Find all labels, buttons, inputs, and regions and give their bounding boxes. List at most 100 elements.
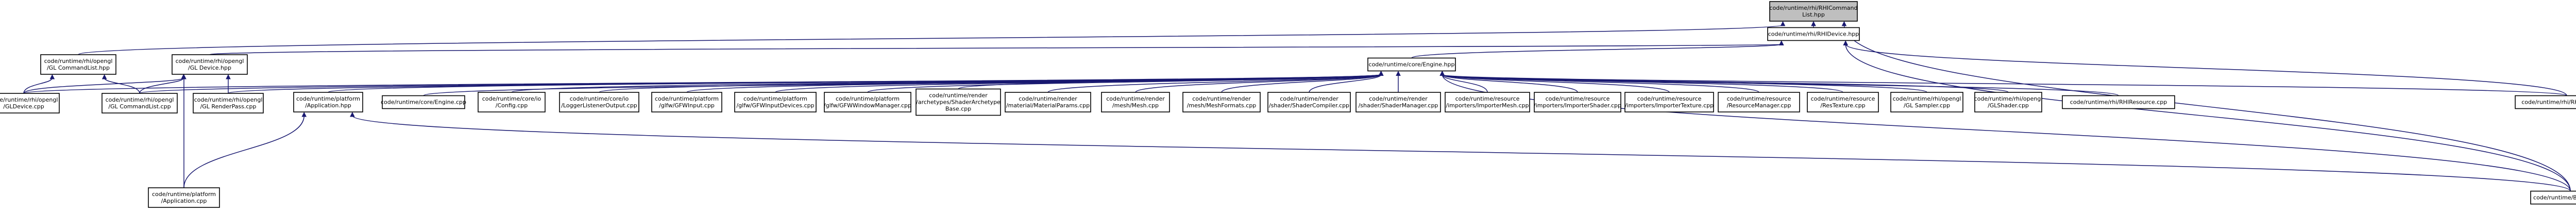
node-box [1005,92,1091,112]
node-box [1769,1,1858,22]
node-gl-cmdlist-hpp[interactable]: code/runtime/rhi/opengl/GL CommandList.h… [40,54,116,75]
node-label: code/runtime/platform [743,95,807,102]
node-meshformats-cpp[interactable]: code/runtime/render/mesh/MeshFormats.cpp [1182,92,1261,112]
edge-engine_hpp-mesh_cpp [1135,74,1382,93]
node-label: /GL CommandList.hpp [47,64,110,71]
node-box [1182,92,1261,112]
node-io-logger-cpp[interactable]: code/runtime/core/io/LoggerListenerOutpu… [559,92,639,112]
node-label: code/runtime/render [1192,95,1251,102]
node-box [1101,92,1170,112]
edge-arrowhead [301,111,307,117]
edge-gl_device_hpp-gl_device_cpp [23,77,184,94]
node-label: code/runtime/resource [1546,95,1610,102]
node-box [651,92,722,112]
node-gl-device-hpp[interactable]: code/runtime/rhi/opengl/GL Device.hpp [172,54,248,75]
node-importertexture-cpp[interactable]: code/runtime/resource/importers/Importer… [1624,92,1714,112]
node-label: /glfw/GFWInput.cpp [659,102,715,109]
node-material-params-cpp[interactable]: code/runtime/render/material/MaterialPar… [1005,92,1091,112]
node-label: code/runtime/resource [1637,95,1702,102]
edge-engine_hpp-meshformats_cpp [1221,74,1382,93]
edge-arrowhead [1396,71,1401,76]
node-mesh-cpp[interactable]: code/runtime/render/mesh/Mesh.cpp [1101,92,1170,112]
node-platform-app-hpp[interactable]: code/runtime/platform/Application.hpp [293,92,363,112]
node-shadermanager-cpp[interactable]: code/runtime/render/shader/ShaderManager… [1355,92,1441,112]
node-label: code/runtime/rhi/opengl [1974,95,2043,102]
node-label: code/runtime/platform [152,191,216,198]
node-importershader-cpp[interactable]: code/runtime/resource/importers/Importer… [1534,92,1621,112]
node-box [824,92,911,112]
node-box [382,95,465,109]
node-box [101,93,178,113]
node-box [148,187,220,208]
node-label: code/runtime/render [1106,95,1165,102]
node-gfw-inputdevices-cpp[interactable]: code/runtime/platform/glfw/GFWInputDevic… [734,92,817,112]
node-box [559,92,639,112]
edge-engine_hpp-shader_archetype_cpp [958,74,1382,90]
node-label: /shader/ShaderManager.cpp [1359,102,1438,109]
edge-gl_cmdlist_hpp-gl_cmdlist_cpp [104,77,140,94]
node-core-engine-cpp[interactable]: code/runtime/core/Engine.cpp [381,95,466,109]
node-label: List.hpp [1802,11,1825,18]
edge-arrowhead [1378,71,1384,76]
node-label: code/runtime/resource [1727,95,1791,102]
node-box [1718,92,1800,112]
node-box [1767,27,1860,41]
node-box [1807,92,1879,112]
node-gfw-input-cpp[interactable]: code/runtime/platform/glfw/GFWInput.cpp [651,92,722,112]
edge-arrowhead [350,111,355,117]
node-label: /LoggerListenerOutput.cpp [561,102,637,109]
node-label: /archetypes/ShaderArchetype [916,99,1001,106]
node-gl-device-cpp[interactable]: code/runtime/rhi/opengl/GLDevice.cpp [0,93,60,113]
edge-engine_hpp-shadercompiler_cpp [1309,74,1382,93]
edge-engine_hpp-importershader_cpp [1442,74,1578,93]
node-rhiresource-cpp[interactable]: code/runtime/rhi/RHIResource.cpp [2062,95,2175,109]
node-io-config-cpp[interactable]: code/runtime/core/io/Config.cpp [478,92,546,112]
edge-engine_hpp-material_params_cpp [1047,74,1382,93]
node-label: Base.cpp [945,106,971,112]
edge-arrowhead [49,74,55,79]
node-gfw-windowmgr-cpp[interactable]: code/runtime/platform/glfw/GFWWindowMana… [824,92,911,112]
node-label: code/runtime/rhi/RHIDevice.cpp [2521,99,2576,106]
node-label: /GL CommandList.cpp [108,103,171,110]
node-box [1890,92,1963,112]
edge-root-berserk_hpp [1843,24,2571,191]
edge-arrowhead [1843,40,1849,45]
node-label: /ResTexture.cpp [1820,102,1865,109]
node-berserk-hpp[interactable]: code/runtime/Berserk.hpp [2530,190,2576,205]
node-label: code/runtime/render [1280,95,1338,102]
node-gl-cmdlist-cpp[interactable]: code/runtime/rhi/opengl/GL CommandList.c… [101,93,178,113]
node-gl-shader-cpp[interactable]: code/runtime/rhi/opengl/GLShader.cpp [1974,92,2043,112]
edge-arrowhead [226,74,231,79]
node-resourcemanager-cpp[interactable]: code/runtime/resource/ResourceManager.cp… [1718,92,1800,112]
node-platform-app-cpp[interactable]: code/runtime/platform/Application.cpp [148,187,220,208]
node-label: /GLShader.cpp [1988,102,2029,109]
node-label: code/runtime/core/Engine.hpp [1369,61,1455,68]
node-engine-hpp[interactable]: code/runtime/core/Engine.hpp [1367,57,1456,72]
node-rhidevice[interactable]: code/runtime/rhi/RHIDevice.hpp [1767,27,1860,41]
node-label: /Application.hpp [305,102,351,109]
node-label: code/runtime/rhi/RHIDevice.hpp [1768,31,1859,38]
node-label: code/runtime/core/Engine.cpp [381,99,466,106]
node-label: /glfw/GFWWindowManager.cpp [824,102,911,109]
node-box [1445,92,1530,112]
node-gl-renderpass-cpp[interactable]: code/runtime/rhi/opengl/GL RenderPass.cp… [193,93,264,113]
node-box [1974,92,2042,112]
node-label: code/runtime/core/io [482,95,541,102]
node-label: code/runtime/rhi/opengl [0,96,58,103]
edge-engine_hpp-gl_shader_cpp [1442,74,2009,93]
edge-arrowhead [1778,40,1784,45]
node-restexture-cpp[interactable]: code/runtime/resource/ResTexture.cpp [1807,92,1879,112]
node-label: code/runtime/rhi/opengl [44,58,113,64]
node-shader-archetype-cpp[interactable]: code/runtime/render/archetypes/ShaderArc… [916,88,1001,116]
node-gl-sampler-cpp[interactable]: code/runtime/rhi/opengl/GL Sampler.cpp [1890,92,1963,112]
node-box [40,54,116,75]
node-shadercompiler-cpp[interactable]: code/runtime/render/shader/ShaderCompile… [1267,92,1351,112]
edge-engine_hpp-importertexture_cpp [1442,74,1670,93]
node-label: code/runtime/rhi/opengl [106,96,174,103]
node-importermesh-cpp[interactable]: code/runtime/resource/importers/Importer… [1445,92,1530,112]
node-box [0,93,60,113]
node-rhidevice-cpp[interactable]: code/runtime/rhi/RHIDevice.cpp [2515,95,2576,109]
node-label: code/runtime/rhi/RHIResource.cpp [2070,99,2167,106]
node-box [478,92,546,112]
